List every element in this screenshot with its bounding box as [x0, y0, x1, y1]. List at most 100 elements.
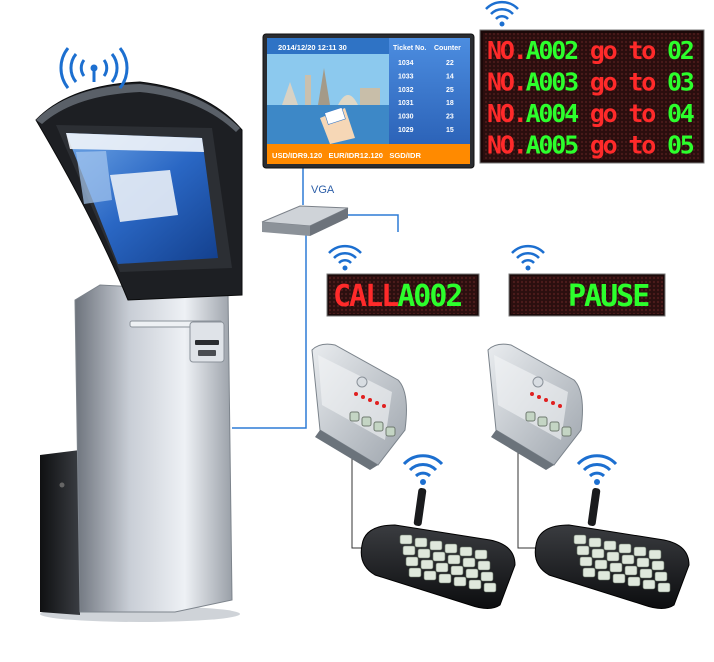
tv-datetime: 2014/12/20 12:11 30	[278, 43, 347, 52]
caller-1-led-row	[354, 392, 386, 408]
keypad-key[interactable]	[435, 562, 449, 573]
led-row: NO.A004 go to 04	[487, 99, 694, 128]
keypad-key[interactable]	[474, 549, 488, 560]
led-row-no: NO.	[487, 68, 526, 97]
tv-row-counter: 23	[446, 114, 454, 121]
keypad-key[interactable]	[444, 543, 458, 554]
tv-display: 2014/12/20 12:11 30 Ticket No. Counter 1…	[262, 33, 475, 169]
keypad-key[interactable]	[618, 543, 632, 554]
keypad-key[interactable]	[636, 557, 650, 568]
counter-display-2: PAUSE	[508, 244, 666, 317]
cables	[232, 168, 538, 549]
keypad-key[interactable]	[648, 549, 662, 560]
tv-row-counter: 18	[446, 100, 454, 107]
tv-row-counter: 25	[446, 87, 454, 94]
keypad-key[interactable]	[597, 570, 611, 581]
keypad-key[interactable]	[468, 579, 482, 590]
kiosk-to-switch-cable	[232, 222, 307, 429]
keypad-key[interactable]	[399, 534, 413, 545]
keypad-key[interactable]	[459, 546, 473, 557]
led-row-counter: 04	[667, 99, 694, 128]
led-board-wifi-icon	[485, 0, 519, 27]
keypad-key[interactable]	[450, 565, 464, 576]
keypad-key[interactable]	[591, 548, 605, 559]
keypad-key[interactable]	[639, 568, 653, 579]
keypad-1-wifi-icon	[402, 454, 444, 485]
keypad-key[interactable]	[642, 579, 656, 590]
counter-display-1: CALLA002	[326, 244, 480, 317]
keypad-key[interactable]	[621, 554, 635, 565]
counter-2-status: PAUSE	[568, 279, 649, 314]
tv-ticker: USD/IDR9.120 EUR/IDR12.120 SGD/IDR	[272, 151, 421, 160]
keypad-key[interactable]	[657, 582, 671, 593]
keypad-key[interactable]	[576, 545, 590, 556]
keypad-key[interactable]	[417, 548, 431, 559]
vga-label: VGA	[311, 184, 335, 196]
tv-row-ticket: 1029	[398, 127, 414, 134]
keypad-key[interactable]	[453, 576, 467, 587]
led-row-code: A005	[526, 131, 579, 160]
keypad-key[interactable]	[633, 546, 647, 557]
tv-row-ticket: 1034	[398, 60, 414, 67]
keypad-key[interactable]	[465, 568, 479, 579]
keypad-key[interactable]	[477, 560, 491, 571]
caller-2-cable	[517, 452, 538, 549]
keypad-key[interactable]	[594, 559, 608, 570]
keypad-key[interactable]	[606, 551, 620, 562]
tv-row-ticket: 1033	[398, 73, 414, 80]
caller-1-buttons	[349, 411, 396, 437]
keypad-key[interactable]	[420, 559, 434, 570]
led-row-code: A003	[526, 68, 579, 97]
led-row-counter: 03	[667, 68, 694, 97]
caller-terminal-2	[487, 343, 583, 470]
wireless-keypad-2	[534, 454, 690, 609]
tv-ticker-bar	[267, 144, 470, 164]
keypad-key[interactable]	[483, 582, 497, 593]
keypad-key[interactable]	[609, 562, 623, 573]
tv-table	[389, 38, 470, 144]
caller-2-buttons	[525, 411, 572, 437]
keypad-1-keys	[399, 534, 497, 593]
kiosk-wifi-icon	[59, 47, 129, 89]
tv-col-counter: Counter	[434, 45, 461, 52]
keypad-key[interactable]	[603, 540, 617, 551]
keypad-key[interactable]	[480, 571, 494, 582]
keypad-key[interactable]	[429, 540, 443, 551]
keypad-key[interactable]	[423, 570, 437, 581]
keypad-key[interactable]	[579, 556, 593, 567]
keypad-key[interactable]	[624, 565, 638, 576]
led-row-goto: go to	[577, 99, 667, 128]
caller-1-cable	[351, 452, 364, 549]
keypad-key[interactable]	[438, 573, 452, 584]
keypad-key[interactable]	[627, 576, 641, 587]
counter-1-code: A002	[397, 279, 461, 314]
keypad-key[interactable]	[405, 556, 419, 567]
led-row-goto: go to	[577, 68, 667, 97]
keypad-key[interactable]	[462, 557, 476, 568]
keypad-key[interactable]	[408, 567, 422, 578]
keypad-key[interactable]	[432, 551, 446, 562]
led-row-no: NO.	[487, 36, 526, 65]
counter-1-call: CALL	[333, 279, 398, 314]
keypad-key[interactable]	[654, 571, 668, 582]
tv-row-ticket: 1032	[398, 87, 414, 94]
keypad-key[interactable]	[582, 567, 596, 578]
caller-terminal-1	[311, 343, 407, 470]
tv-row-ticket: 1031	[398, 100, 414, 107]
keypad-key[interactable]	[588, 537, 602, 548]
video-splitter-box	[261, 205, 349, 236]
keypad-key[interactable]	[612, 573, 626, 584]
svg-text:CALLA002: CALLA002	[333, 279, 462, 314]
keypad-key[interactable]	[447, 554, 461, 565]
keypad-key[interactable]	[573, 534, 587, 545]
keypad-key[interactable]	[414, 537, 428, 548]
kiosk-side-panel	[40, 450, 80, 615]
keypad-key[interactable]	[402, 545, 416, 556]
led-row-counter: 05	[667, 131, 694, 160]
keypad-2-keys	[573, 534, 671, 593]
keypad-key[interactable]	[651, 560, 665, 571]
led-row: NO.A005 go to 05	[487, 131, 694, 160]
